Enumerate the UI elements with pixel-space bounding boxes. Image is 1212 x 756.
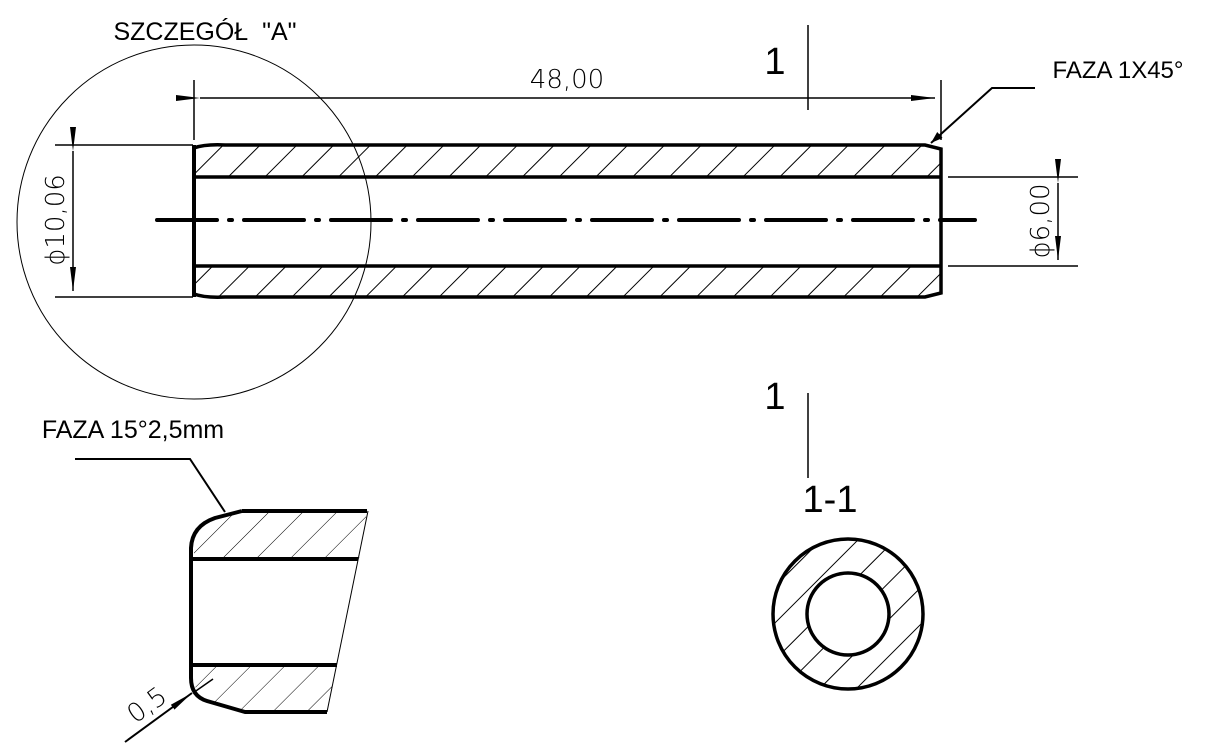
chamfer-main-text: FAZA 1X45° — [1052, 57, 1183, 84]
inner-diameter-dimension: ϕ6,00 — [948, 159, 1078, 267]
hatch-top-wall — [195, 146, 941, 177]
cross-section-1-1: 1-1 — [771, 479, 925, 691]
section-mark-top: 1 — [764, 41, 785, 83]
section-marks: 1 1 — [764, 25, 809, 478]
inner-dia-text: ϕ6,00 — [1026, 183, 1056, 258]
section-mark-bottom: 1 — [764, 376, 785, 418]
detail-title: SZCZEGÓŁ "A" — [113, 17, 296, 46]
length-dim-text: 48,00 — [530, 65, 604, 95]
length-dimension: 48,00 — [176, 65, 942, 140]
detail-circle: SZCZEGÓŁ "A" — [16, 17, 372, 400]
hatch-bottom-wall — [195, 266, 941, 296]
outer-diameter-dimension: ϕ10,06 — [41, 127, 193, 298]
radius-dim-text: 0,5 — [122, 681, 173, 730]
chamfer-detail-text: FAZA 15°2,5mm — [42, 416, 224, 444]
chamfer-leader-main: FAZA 1X45° — [930, 57, 1184, 144]
section-title: 1-1 — [803, 479, 858, 521]
tube-longitudinal-section — [155, 143, 977, 299]
outer-dia-text: ϕ10,06 — [41, 174, 71, 266]
detail-a-view: FAZA 15°2,5mm 0,5 — [42, 416, 369, 743]
